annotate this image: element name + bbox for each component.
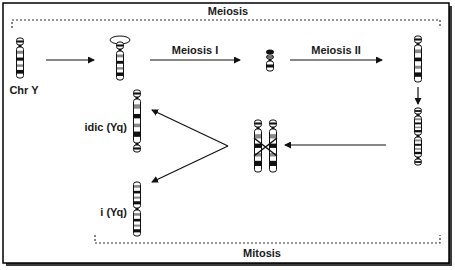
chromosome-band [415, 152, 421, 154]
meiosis-bracket [12, 20, 440, 28]
chromosome-band [134, 191, 140, 194]
chromosome-band [270, 161, 276, 166]
chromosome-band [17, 40, 23, 42]
bracket-label: Mitosis [240, 247, 284, 260]
chromosome-band [117, 72, 123, 75]
chromosome-band [415, 139, 421, 141]
chromosome-band [415, 127, 421, 129]
chromosome-band [255, 134, 261, 138]
chromosome-arm [415, 36, 422, 43]
process-arrow [417, 87, 418, 104]
chromosome-band [267, 56, 273, 57]
chromosome-arm [415, 137, 422, 157]
chromosome-band [134, 92, 140, 94]
chromosome-band [255, 122, 261, 124]
chromosome-band [17, 70, 23, 74]
chromosome-arm [134, 99, 141, 143]
chromosome-arm [117, 42, 124, 49]
process-arrow [46, 59, 94, 60]
chromosome-band [415, 110, 421, 112]
chromosome-band [17, 64, 23, 66]
chromosome-band [134, 201, 140, 204]
chromosome-group [17, 36, 422, 236]
chromosome-arm [415, 159, 422, 165]
step-label: Meiosis I [172, 44, 218, 57]
step-label: Meiosis II [311, 44, 361, 57]
process-arrow [152, 146, 228, 182]
chromosome-label: Chr Y [9, 84, 38, 97]
chromosome-band [267, 65, 273, 68]
chromosome-band [255, 161, 261, 166]
chromosome-arm [17, 47, 24, 78]
chromosome-arm [17, 38, 24, 45]
chromosome-arm [267, 55, 274, 59]
chromosome-band [134, 132, 140, 137]
process-arrow [152, 110, 228, 146]
chromosome-band [134, 197, 140, 199]
chromosome-band [134, 219, 140, 222]
process-arrow [150, 59, 240, 60]
chromosome-band [270, 122, 276, 124]
chromosome-band [415, 118, 421, 120]
chromosome-band [270, 134, 276, 138]
chromosome-band [415, 161, 421, 163]
chromosome-band [270, 144, 276, 148]
chromosome-band [117, 44, 123, 46]
chromosome-arm [415, 108, 422, 114]
process-arrow [285, 144, 386, 145]
chromosome-band [17, 58, 23, 61]
chromosome-band [255, 144, 261, 148]
bracket-label: Meiosis [205, 5, 251, 18]
mitosis-bracket [95, 235, 440, 243]
chromosome-band [134, 229, 140, 232]
chromosome-band [117, 61, 123, 64]
chromosome-arm [117, 51, 124, 80]
crossover-mark [254, 138, 277, 156]
chromosome-band [134, 225, 140, 227]
chromosome-arm [134, 90, 141, 97]
chromosome-band [415, 66, 421, 69]
chromosome-arm [134, 210, 141, 236]
chromosome-band [17, 51, 23, 54]
chromosome-arm [134, 182, 141, 208]
chromosome-label: i (Yq) [100, 206, 127, 219]
arrow-group [46, 60, 418, 182]
chromosome-band [415, 49, 421, 53]
chromosome-band [415, 148, 421, 150]
chromosome-band [134, 213, 140, 216]
chromosome-band [415, 144, 421, 146]
chromosome-band [415, 38, 421, 40]
chromosome-label: idic (Yq) [84, 121, 127, 134]
chromosome-band [134, 114, 140, 118]
chromosome-band [415, 130, 421, 132]
chromosome-arm [415, 45, 422, 82]
chromosome-arm [270, 120, 277, 127]
centromere-dot [266, 50, 274, 55]
chromosome-band [134, 147, 140, 149]
chromosome-arm [134, 145, 141, 152]
chromosome-band [134, 124, 140, 128]
chromosome-band [415, 58, 421, 62]
frame [3, 3, 449, 263]
chromosome-band [134, 185, 140, 188]
chromosome-band [134, 104, 140, 108]
chromosome-arm [415, 116, 422, 135]
chromosome-band [415, 122, 421, 124]
process-arrow [290, 59, 382, 60]
chromosome-band [415, 72, 421, 76]
chromosome-arm [267, 61, 274, 71]
chromosome-arm [255, 120, 262, 127]
chromosome-band [117, 54, 123, 57]
chromosome-band [117, 67, 123, 69]
